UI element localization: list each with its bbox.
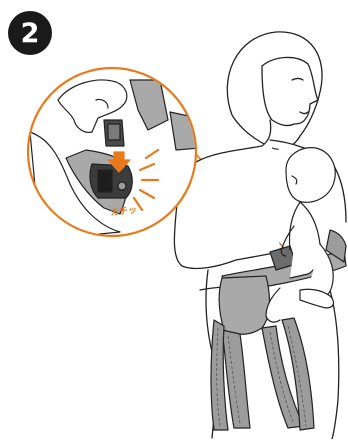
step-number-badge: 2	[8, 11, 52, 55]
woman-figure	[174, 32, 346, 439]
step-number: 2	[21, 18, 40, 49]
